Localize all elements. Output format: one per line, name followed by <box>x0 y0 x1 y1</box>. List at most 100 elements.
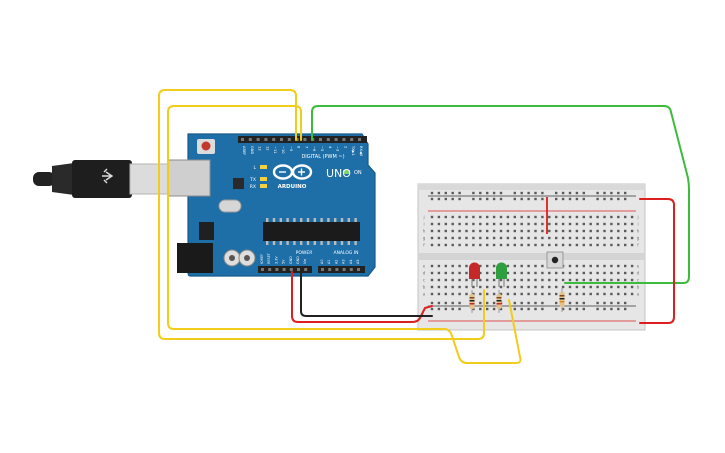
digital-pin-hole[interactable] <box>334 138 338 141</box>
rail-hole[interactable] <box>624 307 627 311</box>
rail-hole[interactable] <box>430 301 434 305</box>
rail-hole[interactable] <box>527 301 530 305</box>
terminal-hole[interactable] <box>479 236 482 240</box>
terminal-hole[interactable] <box>513 236 516 240</box>
terminal-hole[interactable] <box>541 243 544 247</box>
terminal-hole[interactable] <box>610 285 613 289</box>
terminal-hole[interactable] <box>630 229 634 233</box>
rail-hole[interactable] <box>430 307 434 311</box>
terminal-hole[interactable] <box>465 271 468 275</box>
rail-hole[interactable] <box>444 307 447 311</box>
rail-hole[interactable] <box>451 307 454 311</box>
terminal-hole[interactable] <box>617 229 620 233</box>
terminal-hole[interactable] <box>548 278 551 282</box>
power-pin-hole[interactable] <box>297 268 300 271</box>
terminal-hole[interactable] <box>465 236 468 240</box>
rail-hole[interactable] <box>492 197 496 201</box>
rail-hole[interactable] <box>582 301 585 305</box>
terminal-hole[interactable] <box>589 292 592 296</box>
terminal-hole[interactable] <box>541 264 544 268</box>
terminal-hole[interactable] <box>603 215 606 219</box>
terminal-hole[interactable] <box>451 271 454 275</box>
terminal-hole[interactable] <box>617 278 620 282</box>
terminal-hole[interactable] <box>444 264 447 268</box>
power-pin-hole[interactable] <box>268 268 272 271</box>
terminal-hole[interactable] <box>541 271 544 275</box>
terminal-hole[interactable] <box>451 264 454 268</box>
terminal-hole[interactable] <box>499 278 503 282</box>
terminal-hole[interactable] <box>568 285 572 289</box>
rail-hole[interactable] <box>486 197 489 201</box>
terminal-hole[interactable] <box>513 264 516 268</box>
terminal-hole[interactable] <box>575 215 579 219</box>
terminal-hole[interactable] <box>486 271 489 275</box>
terminal-hole[interactable] <box>506 278 510 282</box>
terminal-hole[interactable] <box>486 243 489 247</box>
terminal-hole[interactable] <box>582 215 585 219</box>
terminal-hole[interactable] <box>603 285 606 289</box>
rail-hole[interactable] <box>430 191 434 195</box>
terminal-hole[interactable] <box>451 236 454 240</box>
terminal-hole[interactable] <box>610 215 613 219</box>
terminal-hole[interactable] <box>444 222 447 226</box>
terminal-hole[interactable] <box>624 292 627 296</box>
terminal-hole[interactable] <box>596 243 599 247</box>
terminal-hole[interactable] <box>582 229 585 233</box>
terminal-hole[interactable] <box>492 243 496 247</box>
terminal-hole[interactable] <box>555 278 558 282</box>
terminal-hole[interactable] <box>492 215 496 219</box>
terminal-hole[interactable] <box>548 243 551 247</box>
terminal-hole[interactable] <box>610 229 613 233</box>
terminal-hole[interactable] <box>458 292 461 296</box>
terminal-hole[interactable] <box>479 278 482 282</box>
terminal-hole[interactable] <box>596 222 599 226</box>
rail-hole[interactable] <box>555 191 558 195</box>
rail-hole[interactable] <box>541 197 544 201</box>
rail-hole[interactable] <box>437 191 441 195</box>
terminal-hole[interactable] <box>534 278 537 282</box>
terminal-hole[interactable] <box>506 215 510 219</box>
terminal-hole[interactable] <box>486 264 489 268</box>
terminal-hole[interactable] <box>472 236 475 240</box>
terminal-hole[interactable] <box>520 215 523 219</box>
terminal-hole[interactable] <box>458 236 461 240</box>
rail-hole[interactable] <box>479 307 482 311</box>
terminal-hole[interactable] <box>630 243 634 247</box>
terminal-hole[interactable] <box>589 264 592 268</box>
terminal-hole[interactable] <box>541 278 544 282</box>
terminal-hole[interactable] <box>506 222 510 226</box>
terminal-hole[interactable] <box>630 285 634 289</box>
rail-hole[interactable] <box>513 301 516 305</box>
terminal-hole[interactable] <box>472 229 475 233</box>
terminal-hole[interactable] <box>458 264 461 268</box>
rail-hole[interactable] <box>513 307 516 311</box>
terminal-hole[interactable] <box>506 236 510 240</box>
digital-pin-hole[interactable] <box>264 138 268 141</box>
terminal-hole[interactable] <box>568 215 572 219</box>
terminal-hole[interactable] <box>458 215 461 219</box>
terminal-hole[interactable] <box>520 229 523 233</box>
terminal-hole[interactable] <box>513 292 516 296</box>
analog-pin-hole[interactable] <box>342 268 346 271</box>
terminal-hole[interactable] <box>430 243 434 247</box>
terminal-hole[interactable] <box>437 236 441 240</box>
rail-hole[interactable] <box>555 301 558 305</box>
rail-hole[interactable] <box>486 301 489 305</box>
terminal-hole[interactable] <box>568 236 572 240</box>
terminal-hole[interactable] <box>444 243 447 247</box>
rail-hole[interactable] <box>534 197 537 201</box>
terminal-hole[interactable] <box>472 292 475 296</box>
rail-hole[interactable] <box>527 307 530 311</box>
terminal-hole[interactable] <box>541 229 544 233</box>
terminal-hole[interactable] <box>486 222 489 226</box>
terminal-hole[interactable] <box>499 215 503 219</box>
rail-hole[interactable] <box>596 191 599 195</box>
terminal-hole[interactable] <box>486 229 489 233</box>
rail-hole[interactable] <box>624 301 627 305</box>
terminal-hole[interactable] <box>561 236 565 240</box>
rail-hole[interactable] <box>603 191 606 195</box>
power-pin-hole[interactable] <box>261 268 264 271</box>
terminal-hole[interactable] <box>575 278 579 282</box>
rail-hole[interactable] <box>472 197 475 201</box>
rail-hole[interactable] <box>603 197 606 201</box>
